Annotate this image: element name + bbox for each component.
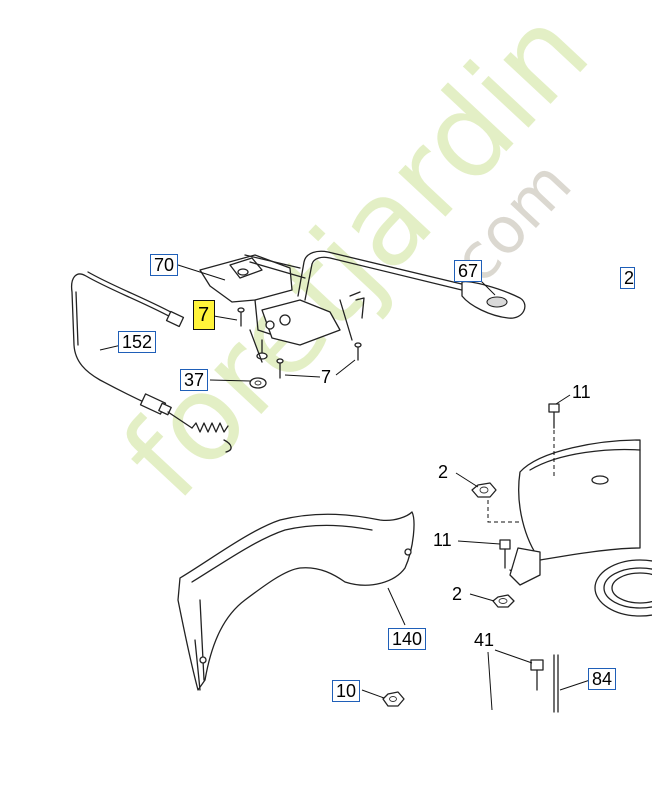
leader-lines [99,264,591,711]
belt-guard [177,511,415,691]
bolt-41 [530,659,544,691]
callout-152[interactable]: 152 [118,331,157,353]
callout-41[interactable]: 41 [474,630,495,650]
washer-37 [249,377,267,389]
bolt-11-top [548,403,560,478]
screws-7 [276,342,362,379]
throttle-cable [70,271,232,453]
throttle-bracket [199,254,341,363]
callout-70[interactable]: 70 [150,254,179,276]
callout-11-mid[interactable]: 11 [433,530,452,550]
nut-2-top [471,482,520,523]
callout-7[interactable]: 7 [321,367,332,387]
callout-140[interactable]: 140 [388,628,427,650]
callout-7-highlighted[interactable]: 7 [193,300,215,330]
bolt-11-mid [499,539,511,569]
callout-10[interactable]: 10 [332,680,361,702]
nut-2-mid [492,594,515,608]
callout-84[interactable]: 84 [588,668,617,690]
throttle-lever [297,250,526,341]
callout-2-top[interactable]: 2 [438,462,449,482]
callout-7-highlighted-label: 7 [198,304,210,326]
rod-84 [553,654,559,713]
callout-edge-partial[interactable]: 2 [620,267,636,289]
callout-11-top[interactable]: 11 [572,382,591,402]
callout-67[interactable]: 67 [454,260,483,282]
callout-2-mid[interactable]: 2 [452,584,463,604]
callout-37[interactable]: 37 [180,369,209,391]
mower-deck [509,439,652,617]
nut-10 [382,691,405,707]
